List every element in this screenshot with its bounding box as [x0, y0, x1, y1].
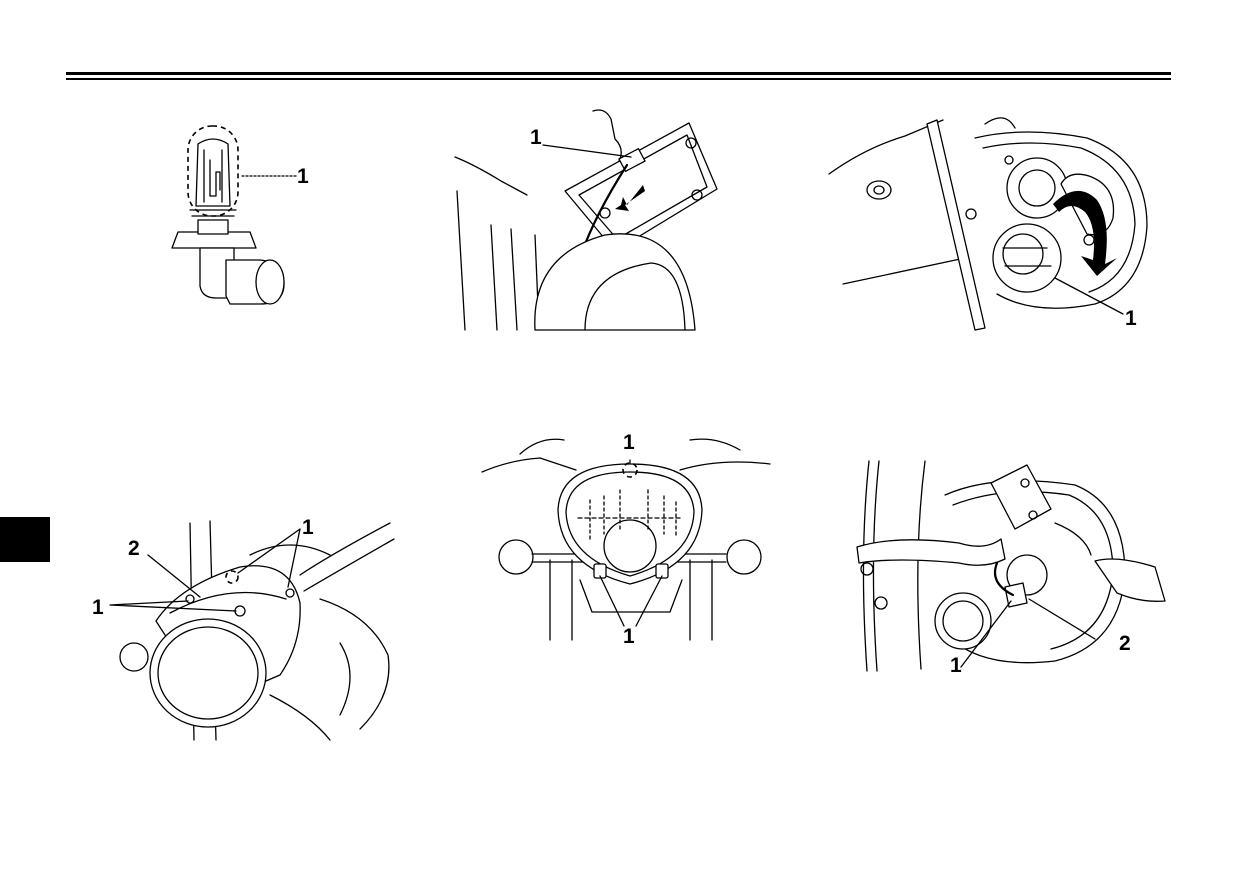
section-tab-marker	[0, 517, 50, 562]
aux-coupler-illustration	[856, 460, 1166, 672]
callout-label: 1	[623, 625, 635, 648]
figure-auxiliary-light-coupler: 1 2	[855, 455, 1166, 680]
headlight-front-illustration	[481, 438, 771, 641]
callout-label: 1	[530, 126, 542, 149]
callout-label: 1	[623, 431, 635, 454]
headlight-bulb-illustration	[171, 125, 297, 305]
callout-label: 1	[92, 596, 104, 619]
figure-headlight-front-screws: 1 1	[480, 430, 775, 648]
figure-bulb-holder-rotate: 1	[825, 108, 1160, 333]
coupler-illustration	[454, 109, 718, 331]
callout-label: 2	[128, 537, 140, 560]
callout-label: 1	[1125, 307, 1137, 330]
callout-label: 1	[297, 165, 309, 188]
figure-disconnect-coupler: 1	[454, 105, 725, 331]
figure-headlight-unit-screws: 2 1 1	[90, 515, 400, 741]
header-rule-top	[66, 72, 1171, 75]
header-rule-bottom	[66, 78, 1171, 80]
figure-headlight-bulb: 1	[160, 120, 330, 320]
callout-label: 1	[302, 516, 314, 539]
callout-label: 2	[1119, 632, 1131, 655]
bulb-holder-illustration	[828, 117, 1148, 331]
callout-label: 1	[950, 654, 962, 677]
headlight-unit-illustration	[109, 520, 395, 741]
